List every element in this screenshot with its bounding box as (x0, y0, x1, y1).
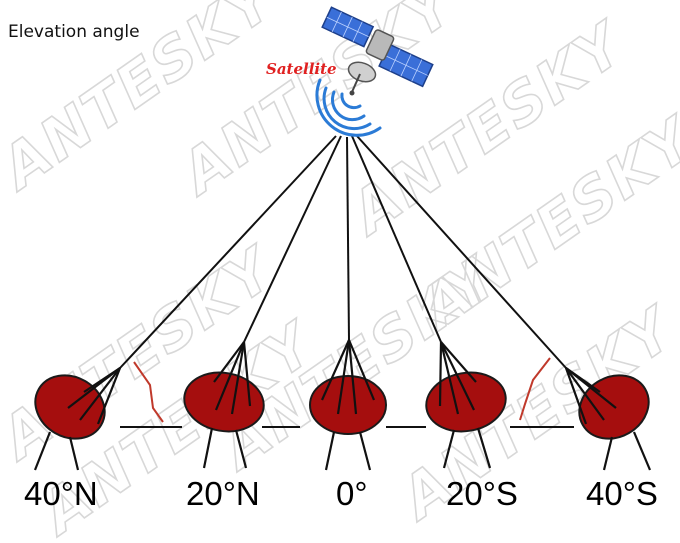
latitude-label-0: 0° (336, 475, 368, 512)
elevation-angle-marks (133, 357, 551, 423)
latitude-label-40s: 40°S (586, 475, 658, 512)
signal-line-0 (346, 136, 350, 341)
latitude-label-40n: 40°N (24, 475, 98, 512)
dish-body (425, 371, 507, 433)
satellite-icon (321, 6, 434, 96)
signal-line-40n (119, 135, 337, 369)
dish-40n (33, 367, 122, 471)
solar-panel-left (321, 6, 375, 48)
dish-40s (564, 367, 652, 471)
angle-mark-right (519, 357, 551, 421)
signal-line-20s (351, 135, 442, 343)
signal-lines (119, 135, 567, 369)
dish-0 (309, 339, 387, 471)
angle-mark-left (133, 361, 164, 423)
dish-20n (183, 341, 265, 469)
satellite-label: Satellite (266, 60, 337, 78)
dish-body (183, 371, 265, 433)
diagram-title: Elevation angle (8, 22, 140, 42)
dish-body (309, 375, 387, 435)
signal-line-20n (243, 135, 342, 343)
latitude-label-20s: 20°S (446, 475, 518, 512)
signal-waves-icon (315, 78, 382, 137)
latitude-labels: 40°N 20°N 0° 20°S 40°S (24, 475, 658, 512)
dish-20s (425, 341, 507, 469)
latitude-label-20n: 20°N (186, 475, 260, 512)
signal-line-40s (356, 135, 567, 369)
